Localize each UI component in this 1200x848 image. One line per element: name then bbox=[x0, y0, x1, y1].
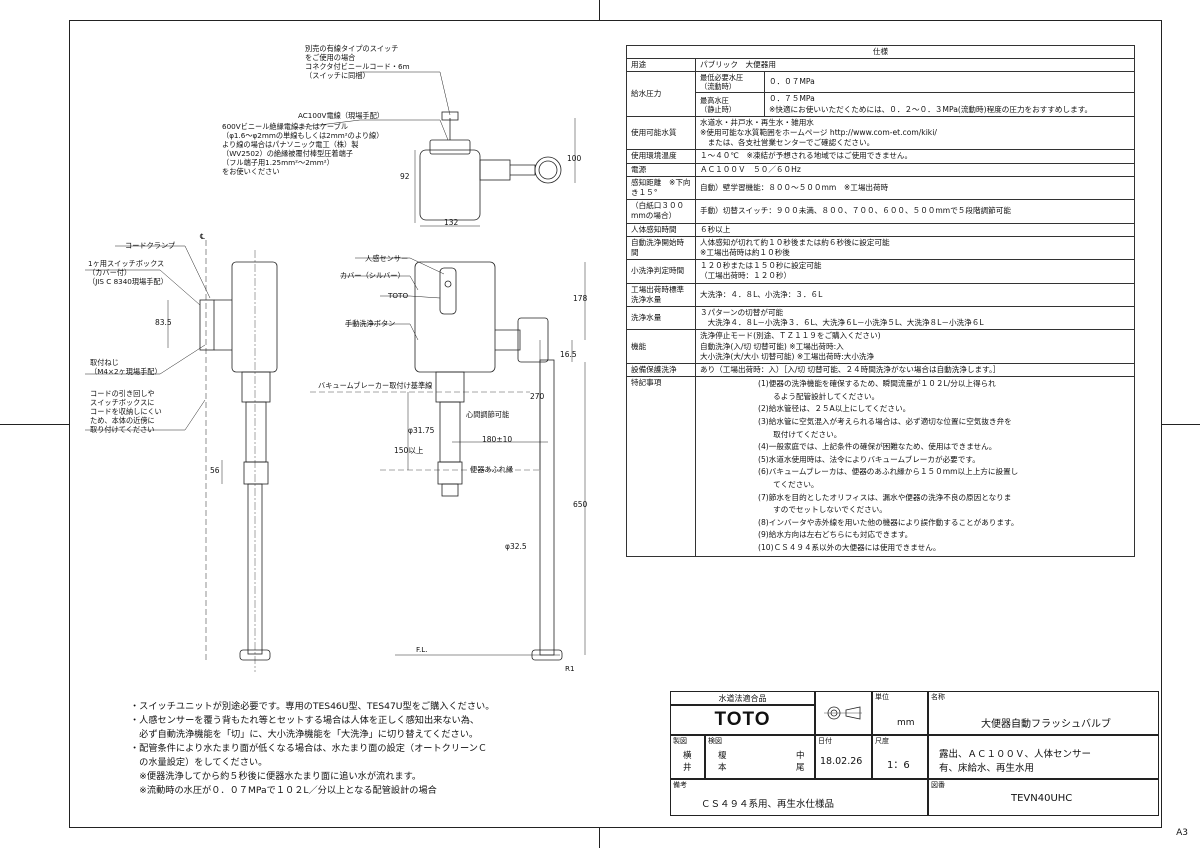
date-cell: 日付 18.02.26 bbox=[815, 735, 872, 779]
scale-cell: 尺度 1：6 bbox=[872, 735, 928, 779]
title-block: 水道法適合品 TOTO 単位 mm 名称 大便器自動フラッシュバルブ 製図 横 … bbox=[670, 691, 1159, 816]
note-line: ・スイッチユニットが別途必要です。専用のTES46U型、TES47U型をご購入く… bbox=[130, 701, 495, 712]
spec-row-detect-manual: （白紙口３００mmの場合） 手動）切替スイッチ：９００未満、８００、７００、６０… bbox=[626, 199, 1135, 224]
top-view-outlet-outer bbox=[534, 156, 562, 184]
top-view-cap bbox=[429, 139, 471, 155]
dim-100: 100 bbox=[567, 154, 582, 163]
brand-cell: TOTO bbox=[670, 705, 815, 735]
spec-title: 仕様 bbox=[626, 44, 1135, 60]
dim-phi31-75: φ31.75 bbox=[408, 426, 435, 435]
top-view-body bbox=[419, 149, 481, 221]
front-view-pipe-upper bbox=[439, 401, 461, 463]
drawing-number-cell: 図番 TEVN40UHC bbox=[928, 779, 1159, 816]
product-name-cell: 名称 大便器自動フラッシュバルブ bbox=[928, 691, 1159, 735]
sheet-size: A3 bbox=[1176, 828, 1188, 838]
side-view-pipe-upper bbox=[245, 401, 267, 463]
manual-button-label: 手動洗浄ボタン bbox=[345, 319, 396, 328]
cover-label: カバー（シルバー） bbox=[340, 271, 405, 280]
spec-table: 仕様 用途 パブリック 大便器用 給水圧力 最低必要水圧 （流動時） ０．０７M… bbox=[626, 44, 1135, 557]
note-line: の水量設定）をしてください。 bbox=[130, 757, 268, 768]
front-view-body bbox=[414, 261, 496, 373]
dim-phi32-5: φ32.5 bbox=[505, 542, 527, 551]
spec-row-usage: 用途 パブリック 大便器用 bbox=[626, 58, 1135, 73]
note-line: ・配管条件により水たまり面が低くなる場合は、水たまり面の設定（オートクリーンＣ bbox=[130, 743, 488, 754]
spec-row-temperature: 使用環境温度 １～４０℃ ※凍結が予想される地域ではご使用できません。 bbox=[626, 149, 1135, 164]
switch-box bbox=[199, 299, 215, 351]
dim-92: 92 bbox=[400, 172, 410, 181]
spec-row-auto-start: 自動洗浄開始時間 人体感知が切れて約１０秒後または約６秒後に設定可能 ※工場出荷… bbox=[626, 235, 1135, 261]
top-view-elbow bbox=[510, 164, 536, 176]
dim-150: 150以上 bbox=[394, 446, 424, 455]
spec-row-power: 電源 ＡＣ１００Ｖ ５０／６０Hz bbox=[626, 162, 1135, 177]
third-angle-projection-icon bbox=[823, 706, 862, 720]
dim-56: 56 bbox=[210, 466, 220, 475]
side-view-breaker bbox=[241, 371, 271, 403]
center-mark-bottom bbox=[599, 827, 600, 848]
overflow-label: 便器あふれ縁 bbox=[470, 465, 514, 474]
vacuum-breaker-label: バキュームブレーカー取付け基準線 bbox=[318, 381, 433, 390]
front-view-sensor bbox=[439, 267, 457, 315]
note-line: 必ず自動洗浄機能を「切」に、大小洗浄機能を「大洗浄」に切り替えてください。 bbox=[130, 729, 479, 740]
toto-logo: TOTO bbox=[714, 709, 771, 730]
drawing-number: TEVN40UHC bbox=[1011, 793, 1073, 804]
front-view-outlet bbox=[495, 329, 521, 351]
spec-row-pressure-max: 最高水圧 （静止時） ０．７５MPa ※快適にお使いいただくためには、０．２～０… bbox=[627, 92, 1135, 117]
note-line: ・人感センサーを覆う背もたれ等とセットする場合は人体を正しく感知出来ない為、 bbox=[130, 715, 480, 726]
dim-650: 650 bbox=[573, 500, 588, 509]
spec-row-functions: 機能 洗浄停止モード(別途、ＴＺ１１９をご購入ください) 自動洗浄(入/切 切替… bbox=[626, 329, 1135, 365]
spec-row-small-judge: 小洗浄判定時間 １２０秒または１５０秒に設定可能 （工場出荷時：１２０秒） bbox=[626, 259, 1135, 284]
spec-row-detect-auto: 感知距離 ※下向き１５° 自動）壁学習機能：８００～５００mm ※工場出荷時 bbox=[626, 175, 1135, 201]
center-mark-left bbox=[0, 424, 69, 425]
dim-132: 132 bbox=[444, 218, 459, 227]
law-compliance: 水道法適合品 bbox=[670, 691, 815, 705]
spec-row-special: 特記事項 (1)便器の洗浄機能を確保するため、瞬間流量が１０２L/分以上得られ … bbox=[626, 376, 1135, 557]
front-view-spud bbox=[441, 483, 459, 497]
front-view-elbow bbox=[517, 317, 549, 363]
projection-symbol-cell bbox=[815, 691, 872, 735]
front-view-union bbox=[437, 461, 463, 485]
dim-16-5: 16.5 bbox=[560, 350, 577, 359]
switch-box-label: 1ヶ用スイッチボックス （カバー付） （JIS C 8340現場手配） bbox=[88, 259, 168, 286]
centerline-mark: ℄ bbox=[200, 232, 205, 241]
side-view-body bbox=[231, 261, 278, 373]
unit-cell: 単位 mm bbox=[872, 691, 928, 735]
checked-cell: 検図 榎 本 中 尾 bbox=[705, 735, 815, 779]
cord-note: コードの引き回しや スイッチボックスに コードを収納しにくい ため、本体の近傍に… bbox=[90, 389, 162, 434]
center-mark-right bbox=[1161, 424, 1200, 425]
r1-label: R1 bbox=[565, 664, 575, 673]
spec-row-volume: 洗浄水量 ３パターンの切替が可能 大洗浄４．８L－小洗浄３．６L、大洗浄６L－小… bbox=[626, 306, 1135, 331]
installation-notes: ・スイッチユニットが別途必要です。専用のTES46U型、TES47U型をご購入く… bbox=[130, 700, 494, 798]
side-view-union bbox=[243, 461, 269, 485]
spec-row-detect-time: 人体感知時間 ６秒以上 bbox=[626, 222, 1135, 237]
note-line: ※便器洗浄してから約５秒後に便器水たまり面に追い水が流れます。 bbox=[130, 771, 422, 782]
top-view-pipe bbox=[479, 159, 511, 181]
fixing-screw-label: 取付ねじ （M4×2ヶ現場手配） bbox=[90, 358, 162, 376]
description-cell: 露出、ＡＣ１００Ｖ、人体センサー 有、床給水、再生水用 bbox=[928, 735, 1159, 779]
front-view-riser bbox=[539, 359, 555, 656]
dim-83-5: 83.5 bbox=[155, 318, 172, 327]
dim-270: 270 bbox=[530, 392, 545, 401]
cord-clamp-label: コードクランプ bbox=[125, 241, 176, 250]
spec-row-protection: 設備保護洗浄 あり（工場出荷時：入）［入/切 切替可能、２４時間洗浄がない場合は… bbox=[626, 363, 1135, 378]
drawn-cell: 製図 横 井 bbox=[670, 735, 705, 779]
ac-cable-label: AC100V電線（現場手配） bbox=[298, 111, 384, 120]
switch-note: 別売の有線タイプのスイッチ をご使用の場合 コネクタ付ビニールコード・6m （ス… bbox=[305, 44, 410, 80]
dim-180: 180±10 bbox=[482, 435, 513, 444]
center-adjust-label: 心間調節可能 bbox=[466, 410, 510, 419]
floor-label: F.L. bbox=[416, 645, 428, 654]
spec-row-factory-volume: 工場出荷時標準洗浄水量 大洗浄：４．８L、小洗浄：３．６L bbox=[626, 282, 1135, 308]
top-view-connector bbox=[441, 111, 459, 121]
spec-row-water-quality: 使用可能水質 水道水・井戸水・再生水・雑用水 ※使用可能な水質範囲をホームページ… bbox=[626, 115, 1135, 151]
note-line: ※流動時の水圧が０．０７MPaで１０２L／分以上となる配管設計の場合 bbox=[130, 785, 437, 796]
remarks-cell: 備考 ＣＳ４９４系用、再生水仕様品 bbox=[670, 779, 928, 816]
front-view-breaker bbox=[435, 371, 465, 403]
dim-178: 178 bbox=[573, 294, 588, 303]
center-mark-top bbox=[599, 0, 600, 20]
top-view-outlet-inner bbox=[538, 160, 558, 180]
sensor-label: 人感センサー bbox=[365, 254, 409, 263]
cable-note: 600Vビニール絶縁電線またはケーブル （φ1.6～φ2mmの単線もしくは2mm… bbox=[222, 122, 384, 176]
spec-row-pressure-min: 給水圧力 最低必要水圧 （流動時） ０．０７MPa bbox=[626, 71, 1135, 117]
toto-label: TOTO bbox=[388, 291, 409, 300]
